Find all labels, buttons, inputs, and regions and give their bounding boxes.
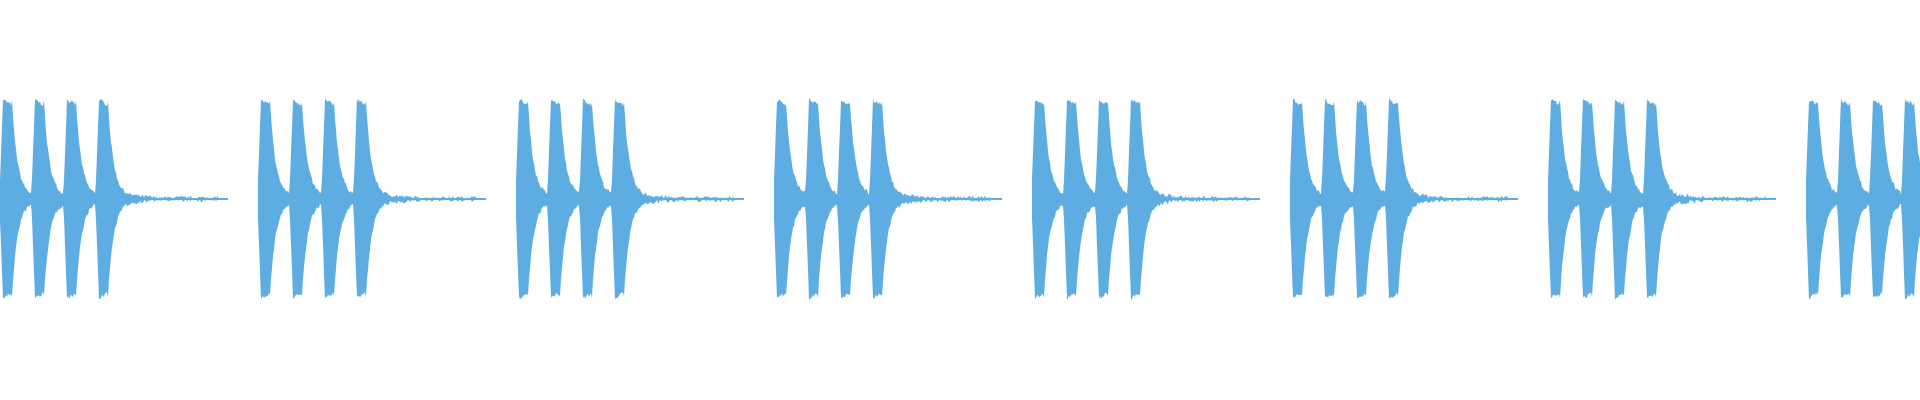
waveform-burst [258,98,486,300]
waveform-burst [516,98,744,300]
waveform-burst-shape [516,98,734,300]
waveform-burst [1548,98,1776,300]
waveform-burst-shape [1290,98,1508,300]
waveform-burst-shape [1032,99,1250,300]
waveform-burst-shape [1806,98,1920,300]
waveform-burst [1032,99,1260,300]
waveform-burst-shape [0,98,218,300]
waveform-burst-shape [258,98,476,300]
waveform-burst [774,98,1002,300]
waveform-burst [1806,98,1920,300]
waveform-burst-shape [1548,98,1766,300]
waveform-burst [1290,98,1518,300]
waveform-burst [0,98,228,300]
waveform-burst-shape [774,98,992,300]
